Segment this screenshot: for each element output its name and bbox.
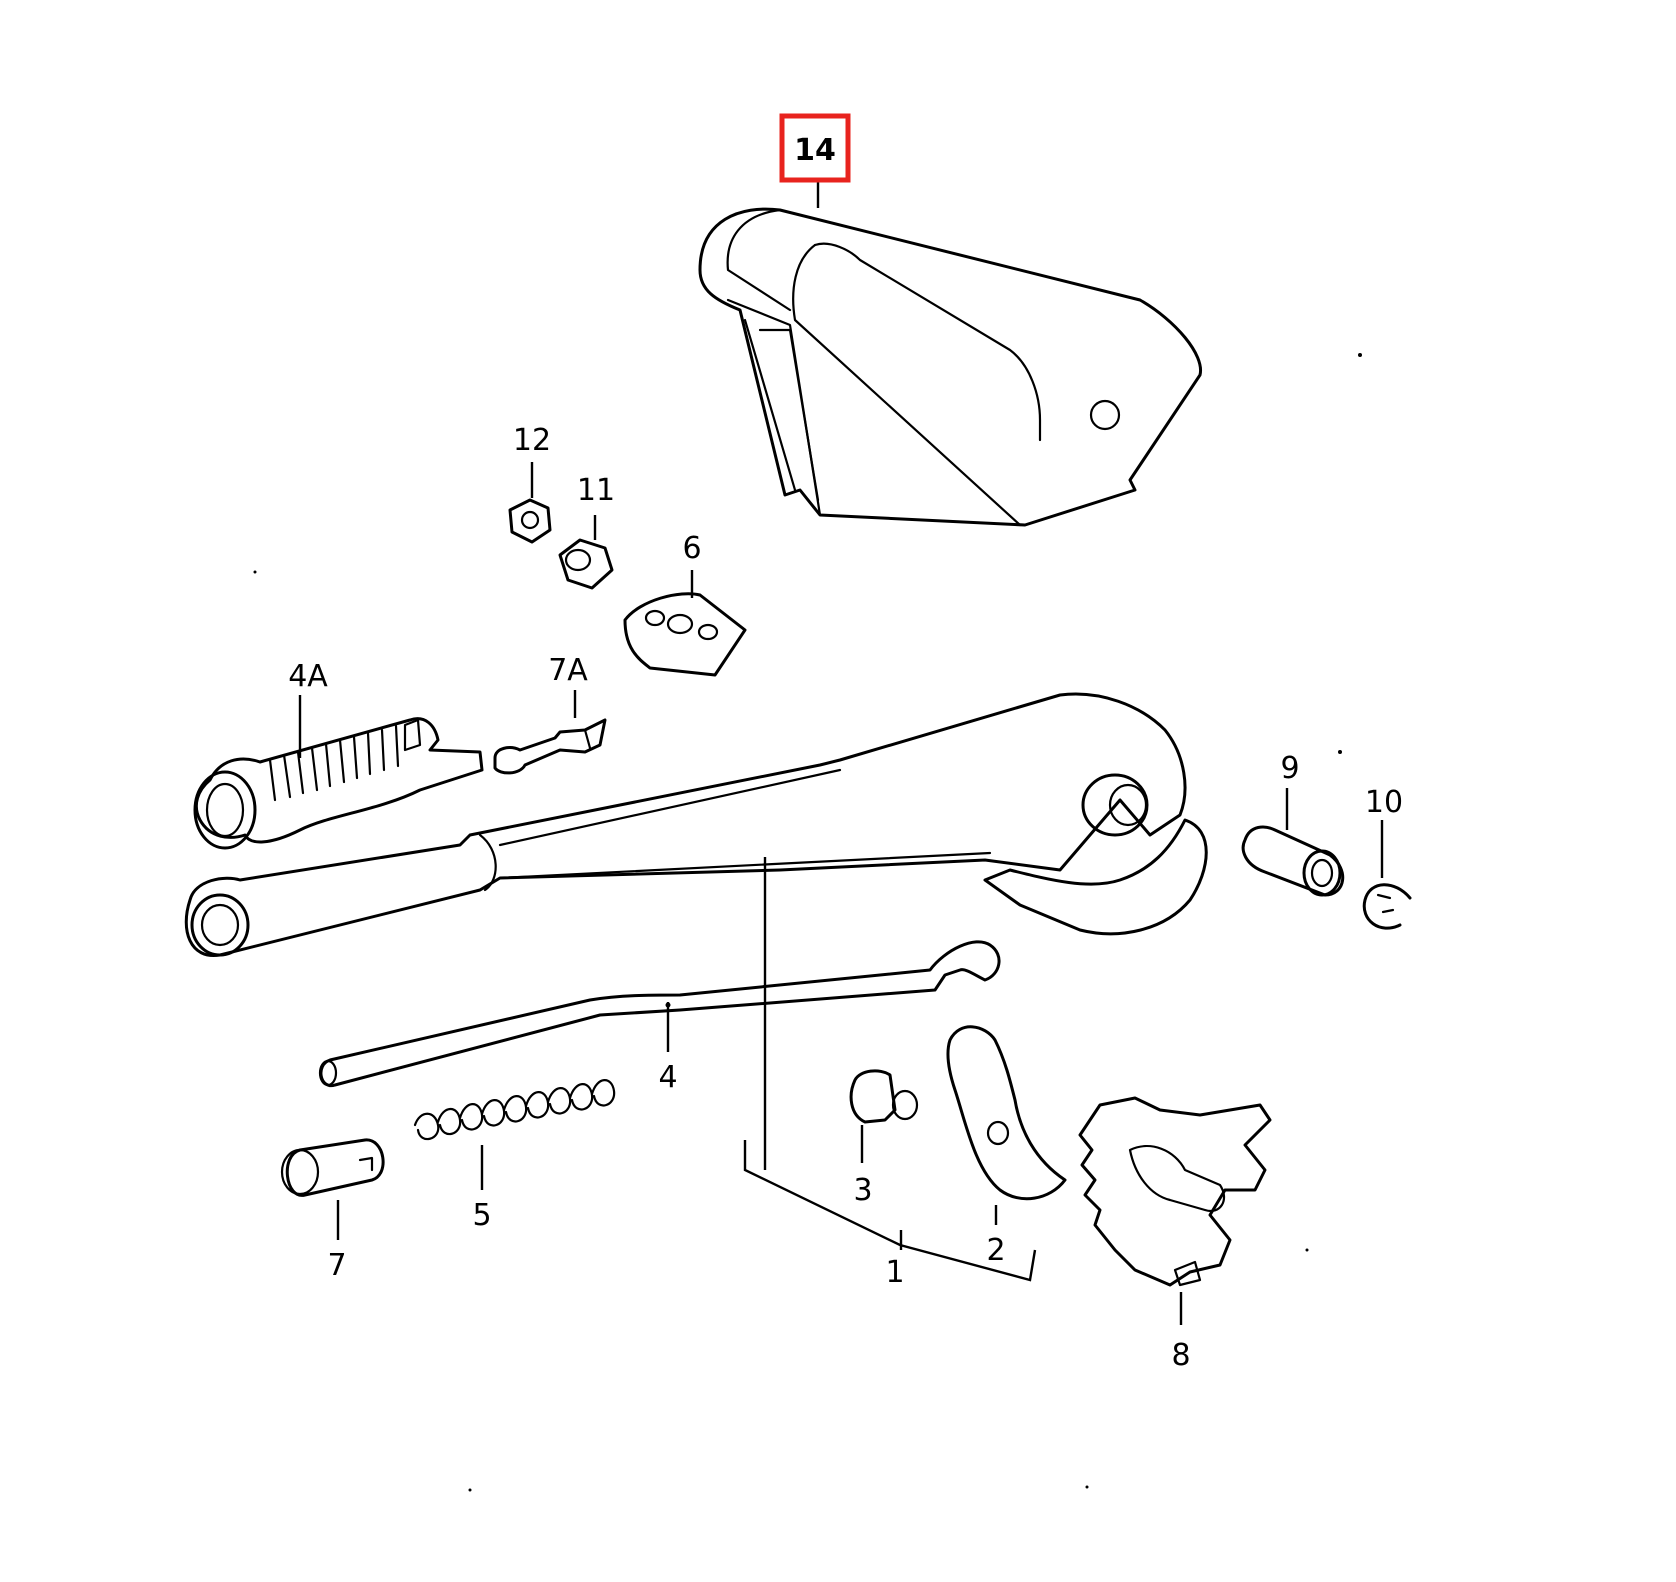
callout-10[interactable]: 10: [1365, 785, 1403, 820]
part-12-nut[interactable]: [508, 498, 552, 544]
callout-labels: 14 12 11 6 4A 7A 9 10 4 5 7 3 2 1 8: [288, 113, 1403, 1373]
part-10-circlip[interactable]: [1362, 883, 1412, 930]
callout-8[interactable]: 8: [1171, 1338, 1190, 1373]
callout-7a[interactable]: 7A: [548, 653, 588, 688]
callout-12[interactable]: 12: [513, 423, 551, 458]
callout-2[interactable]: 2: [986, 1233, 1005, 1268]
callout-9[interactable]: 9: [1280, 751, 1299, 786]
part-7-pin[interactable]: [280, 1138, 385, 1197]
callout-11[interactable]: 11: [577, 473, 615, 508]
part-3-pin[interactable]: [849, 1069, 919, 1124]
callout-14[interactable]: 14: [794, 133, 836, 168]
leader-lines: [298, 178, 1384, 1325]
callout-5[interactable]: 5: [472, 1198, 491, 1233]
callout-1[interactable]: 1: [885, 1255, 904, 1290]
part-8-ratchet[interactable]: [1078, 1096, 1272, 1287]
callout-3[interactable]: 3: [853, 1173, 872, 1208]
part-5-spring[interactable]: [413, 1079, 616, 1141]
part-4a-grip[interactable]: [193, 717, 484, 850]
highlight-box-14: [779, 113, 851, 183]
callout-6[interactable]: 6: [682, 531, 701, 566]
lever-body[interactable]: [184, 692, 1208, 957]
callout-4[interactable]: 4: [658, 1060, 677, 1095]
part-7a-rod[interactable]: [493, 718, 607, 775]
part-2-pawl[interactable]: [946, 1025, 1067, 1201]
part-14-cover[interactable]: [698, 207, 1203, 527]
part-4-rod[interactable]: [318, 940, 1001, 1088]
part-11-nut[interactable]: [558, 538, 614, 590]
part-6-plate[interactable]: [623, 592, 747, 677]
assembly-bracket: [743, 857, 1037, 1282]
callout-7[interactable]: 7: [327, 1248, 346, 1283]
part-9-sleeve[interactable]: [1241, 825, 1345, 897]
scan-specks: [253, 353, 1362, 1492]
callout-4a[interactable]: 4A: [288, 659, 328, 694]
